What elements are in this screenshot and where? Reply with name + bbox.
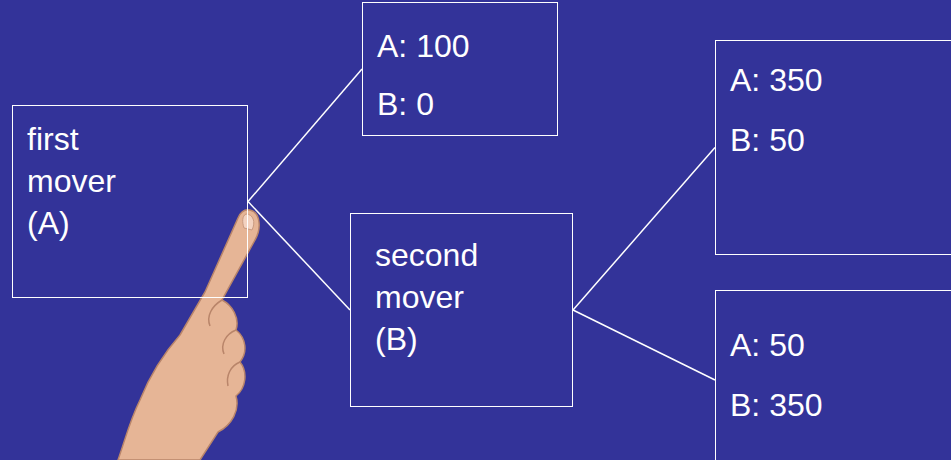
- knuckle-lines: [209, 300, 240, 386]
- branch-line: [573, 148, 715, 311]
- game-node-box: A: 100 B: 0: [362, 2, 558, 136]
- node-label: second mover (B): [375, 234, 505, 360]
- node-label: A: 100: [377, 25, 470, 67]
- finger-nail: [243, 214, 254, 230]
- node-label: first mover (A): [27, 118, 157, 244]
- node-label: B: 50: [730, 119, 805, 161]
- node-label: A: 350: [730, 59, 823, 101]
- node-label: A: 50: [730, 324, 805, 366]
- node-label: B: 0: [377, 83, 434, 125]
- game-node-box: second mover (B): [350, 213, 573, 407]
- branch-line: [573, 310, 715, 380]
- game-node-box: first mover (A): [12, 105, 248, 298]
- branch-line: [248, 202, 350, 311]
- game-node-box: A: 350 B: 50: [715, 40, 951, 255]
- game-node-box: A: 50 B: 350: [715, 290, 951, 460]
- branch-line: [248, 69, 362, 202]
- node-label: B: 350: [730, 384, 823, 426]
- hand-shape: [118, 210, 259, 460]
